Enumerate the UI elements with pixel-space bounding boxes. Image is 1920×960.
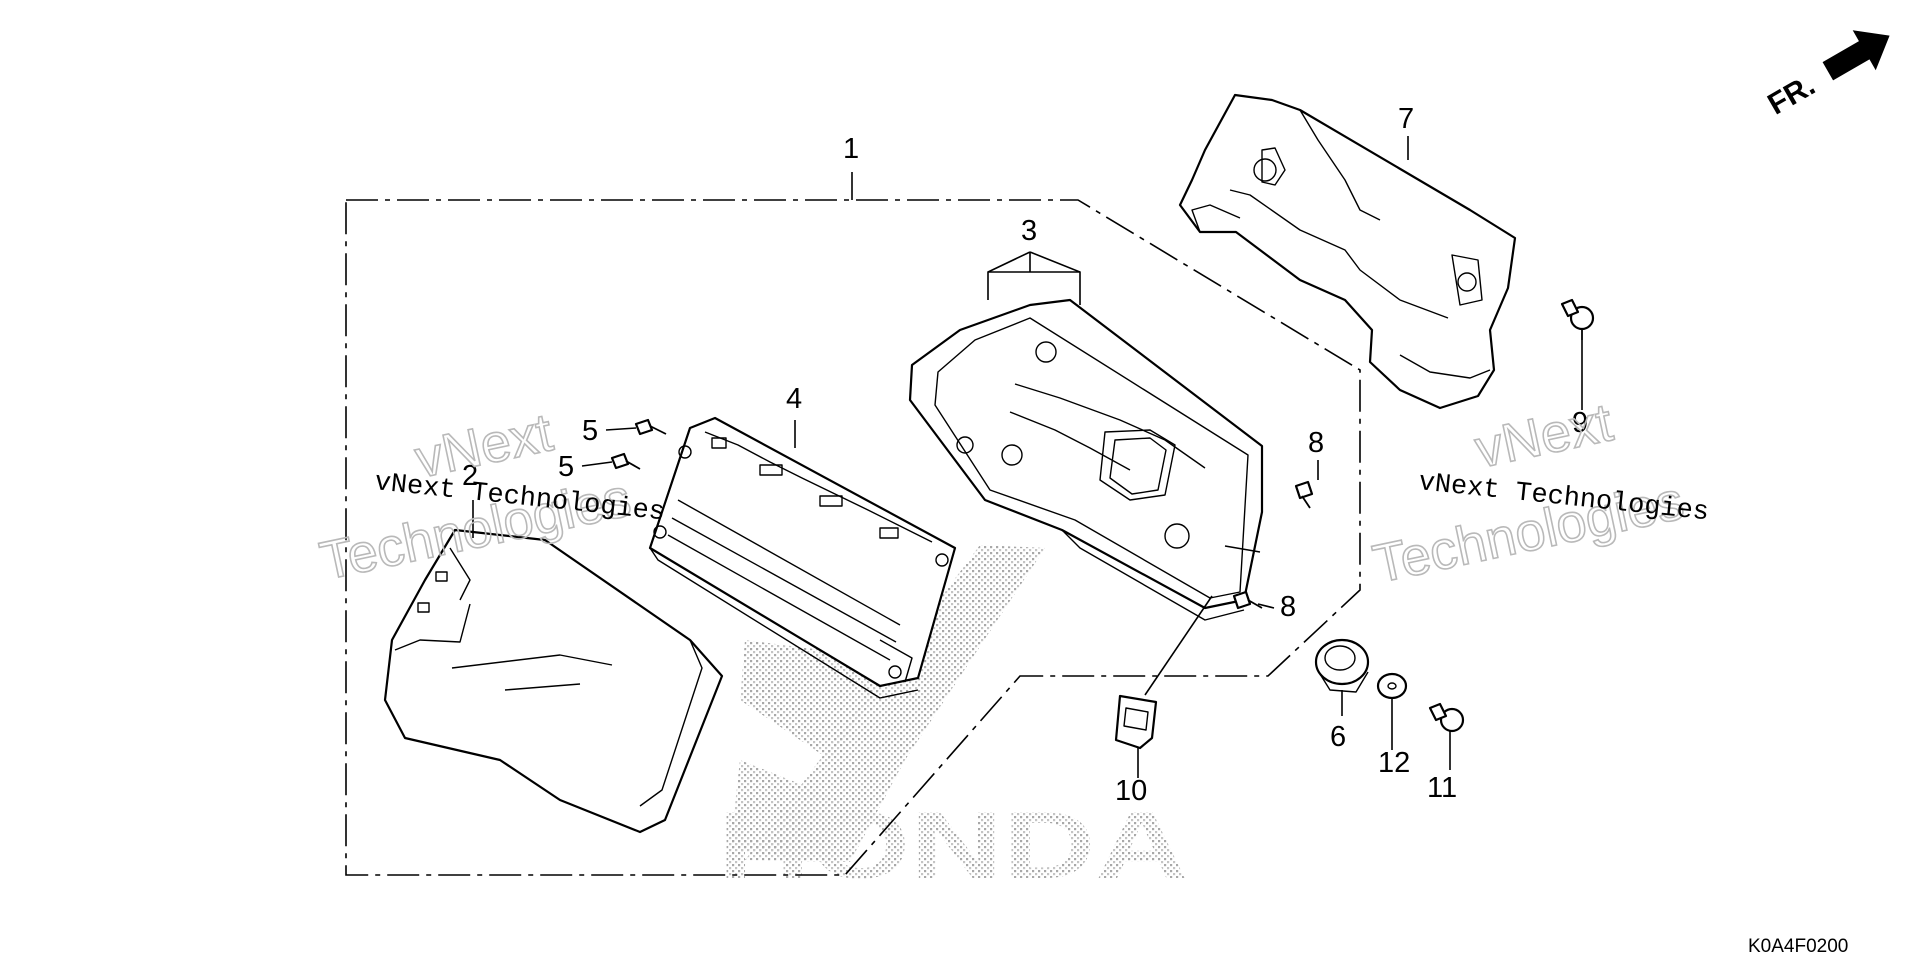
callout-part-4: 4 (786, 383, 802, 415)
front-direction-label: FR. (1762, 69, 1820, 122)
front-direction-indicator: FR. (1762, 30, 1890, 122)
background-logo-text: HONDA (718, 792, 1188, 899)
leader-lines (472, 136, 1583, 778)
callout-part-9: 9 (1572, 407, 1588, 439)
callout-part-5-upper: 5 (582, 415, 598, 447)
callout-part-8-lower: 8 (1280, 591, 1296, 623)
callout-part-7: 7 (1398, 103, 1414, 135)
callout-part-12: 12 (1378, 747, 1410, 779)
callout-part-8-upper: 8 (1308, 427, 1324, 459)
screw-part-5-upper (634, 418, 667, 436)
meter-lens-part-2 (383, 528, 724, 834)
screw-part-8-upper (1294, 480, 1314, 509)
callout-part-5-lower: 5 (558, 451, 574, 483)
grommet-part-6 (1314, 638, 1370, 693)
screw-part-8-lower (1232, 590, 1263, 610)
meter-case-part-3 (908, 298, 1264, 621)
front-direction-arrow-icon (1822, 30, 1890, 81)
background-wing-logo: HONDA (718, 545, 1188, 899)
display-module-part-4 (648, 416, 957, 699)
callout-part-1: 1 (843, 133, 859, 165)
watermark-right: vNext Technologies vNext Technologies (1367, 392, 1710, 596)
callout-part-11: 11 (1427, 772, 1457, 804)
callout-part-10: 10 (1115, 775, 1147, 807)
diagram-code: K0A4F0200 (1748, 936, 1848, 957)
callout-part-6: 6 (1330, 721, 1346, 753)
washer-part-12 (1376, 672, 1408, 700)
assembly-1-boundary (345, 199, 1361, 876)
bolt-part-9 (1560, 298, 1595, 340)
connector-part-10 (1114, 694, 1158, 750)
callout-part-3: 3 (1021, 215, 1037, 247)
upper-cover-part-7 (1178, 93, 1517, 410)
bolt-part-11 (1428, 702, 1465, 733)
callout-part-2: 2 (462, 460, 478, 492)
screw-part-5-lower (610, 452, 641, 470)
watermark-right-line1: vNext (1470, 392, 1618, 479)
